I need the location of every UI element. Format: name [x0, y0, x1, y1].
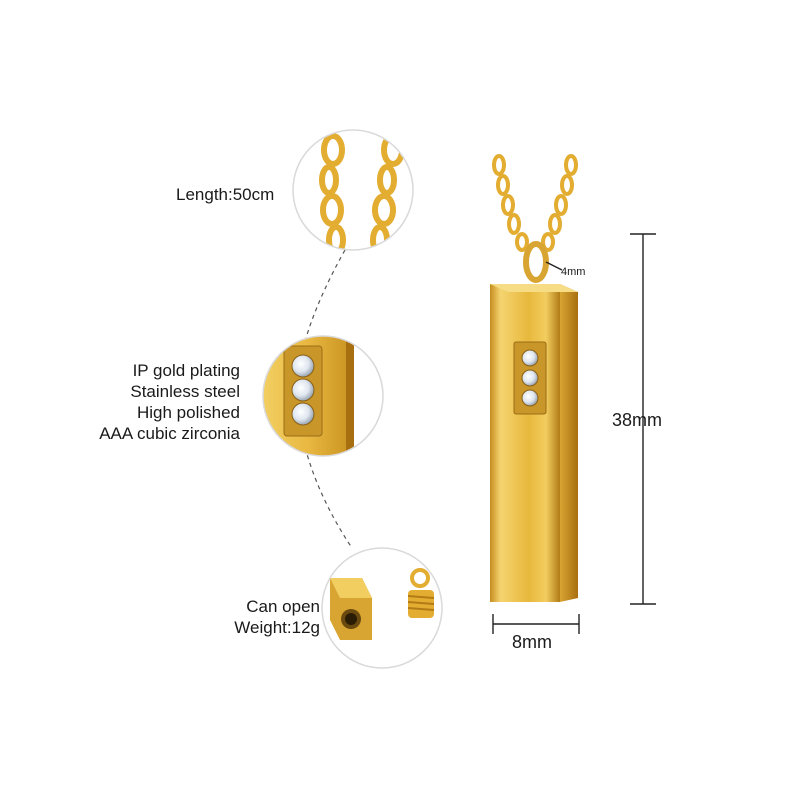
material-line: Stainless steel: [130, 382, 240, 401]
height-dimension: 38mm: [612, 410, 663, 430]
weight-label: Weight:12g: [234, 618, 320, 637]
bail-dimension: 4mm: [561, 266, 586, 278]
open-weight-specs: Can open Weight:12g: [234, 596, 320, 638]
necklace-chain: [492, 154, 578, 252]
material-line: IP gold plating: [132, 361, 240, 380]
dimension-lines: [492, 233, 656, 634]
can-open-label: Can open: [246, 597, 320, 616]
dashed-connector: [295, 249, 353, 549]
material-specs: IP gold plating Stainless steel High pol…: [40, 360, 240, 444]
material-line: High polished: [136, 403, 240, 422]
pendant-bar: [490, 284, 578, 602]
material-line: AAA cubic zirconia: [99, 424, 240, 443]
gem-zoom-circle: [263, 336, 383, 456]
length-label: Length:50cm: [176, 185, 275, 204]
chain-zoom-circle: [293, 130, 413, 250]
width-dimension: 8mm: [512, 632, 552, 652]
bail-ring: [523, 241, 549, 283]
cap-zoom-circle: [322, 548, 442, 668]
